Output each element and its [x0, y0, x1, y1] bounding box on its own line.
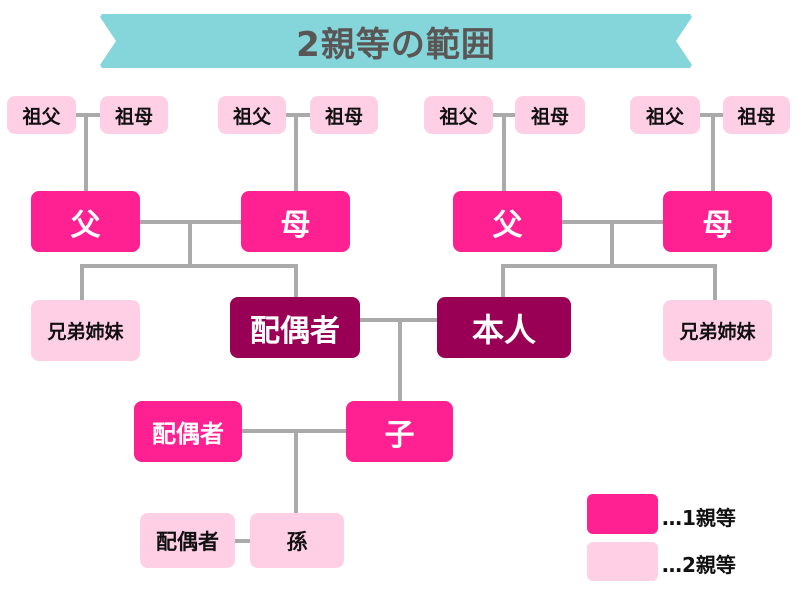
siblings-box: 兄弟姉妹	[663, 300, 772, 361]
legend-swatch-second-degree	[587, 542, 658, 581]
legend-label-first-degree: …1親等	[662, 506, 736, 530]
legend-swatch-first-degree	[587, 494, 658, 534]
connector	[80, 264, 298, 300]
title-banner: 2親等の範囲	[98, 12, 694, 70]
grandmother-box: 祖母	[100, 96, 168, 134]
grandfather-box: 祖父	[424, 96, 493, 134]
grandmother-box: 祖母	[515, 96, 585, 134]
page-title: 2親等の範囲	[296, 24, 496, 65]
spouse-father-box: 父	[31, 191, 140, 252]
grandfather-box: 祖父	[218, 96, 286, 134]
child-box: 子	[346, 401, 453, 462]
ribbon-shape	[100, 14, 692, 68]
spouse-box: 配偶者	[230, 297, 360, 358]
grandfather-box: 祖父	[630, 96, 700, 134]
grandchild-box: 孫	[250, 513, 344, 568]
grandmother-box: 祖母	[310, 96, 378, 134]
legend-label-second-degree: …2親等	[662, 553, 736, 577]
grandchild-spouse-box: 配偶者	[140, 513, 235, 568]
child-spouse-box: 配偶者	[134, 401, 242, 462]
connector	[501, 264, 717, 300]
self-box: 本人	[437, 297, 571, 358]
spouse-mother-box: 母	[241, 191, 350, 252]
spouse-siblings-box: 兄弟姉妹	[31, 300, 140, 361]
grandfather-box: 祖父	[7, 96, 76, 134]
grandmother-box: 祖母	[723, 96, 790, 134]
father-box: 父	[453, 191, 562, 252]
mother-box: 母	[663, 191, 772, 252]
